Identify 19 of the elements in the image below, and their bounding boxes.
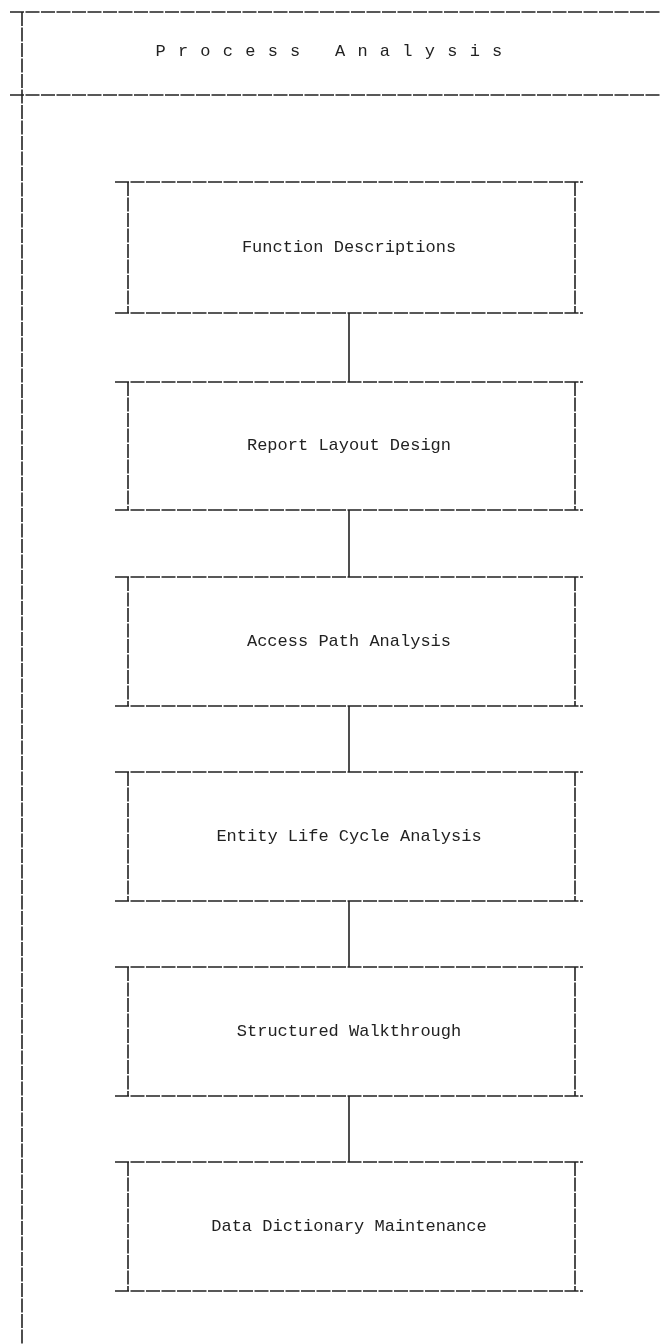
box-label: Function Descriptions xyxy=(240,236,458,259)
connector-line xyxy=(348,705,350,773)
box-label: Access Path Analysis xyxy=(245,630,452,653)
process-box xyxy=(115,1162,583,1291)
process-box xyxy=(115,772,583,901)
process-box xyxy=(115,967,583,1096)
connector-line xyxy=(348,312,350,383)
process-box xyxy=(115,577,583,706)
panel-title: Process Analysis xyxy=(154,41,516,63)
container-panel xyxy=(10,12,660,1344)
process-box xyxy=(115,382,583,510)
connector-line xyxy=(348,509,350,578)
box-label: Structured Walkthrough xyxy=(235,1020,463,1043)
box-label: Entity Life Cycle Analysis xyxy=(215,825,483,848)
box-label: Data Dictionary Maintenance xyxy=(210,1215,488,1238)
connector-line xyxy=(348,900,350,968)
process-box xyxy=(115,182,583,313)
connector-line xyxy=(348,1095,350,1163)
box-label: Report Layout Design xyxy=(245,434,452,457)
